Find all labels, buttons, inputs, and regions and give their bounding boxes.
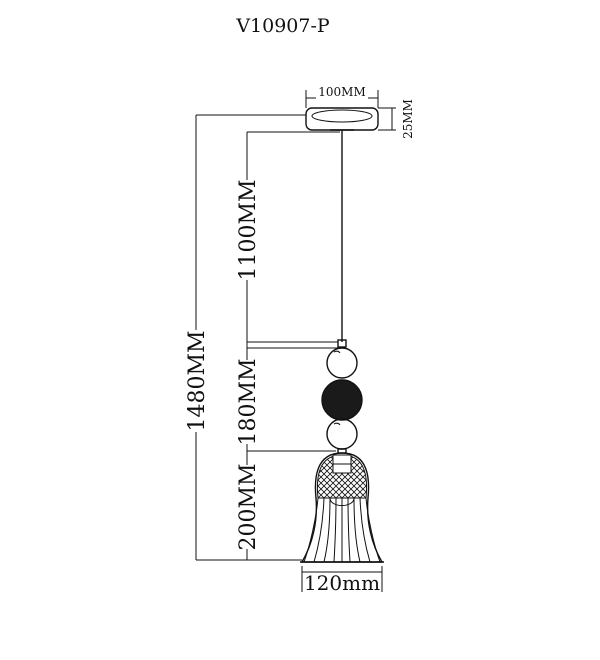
total-height-label-bg bbox=[183, 330, 209, 432]
canopy bbox=[305, 107, 379, 131]
canopy-height-label: 25MM bbox=[401, 99, 415, 139]
beads-height-label: 180MM bbox=[236, 358, 261, 445]
canopy-height-dimension bbox=[378, 107, 396, 131]
bead-middle-dark bbox=[321, 379, 363, 421]
canopy-width-label: 100MM bbox=[318, 85, 365, 99]
bead-top-clear bbox=[326, 339, 358, 379]
beads-height-label-bg bbox=[234, 360, 260, 444]
bead-bottom-clear bbox=[326, 418, 358, 454]
shade-height-label: 200MM bbox=[236, 463, 261, 550]
total-height-label: 1480MM bbox=[185, 330, 210, 431]
canopy-width-dimension bbox=[305, 90, 379, 108]
shade-width-dimension bbox=[301, 566, 383, 592]
shade-width-label: 120mm bbox=[304, 571, 380, 595]
cable-length-label: 1100MM bbox=[236, 179, 261, 280]
bell-shade bbox=[300, 452, 384, 563]
model-title: V10907-P bbox=[235, 15, 330, 37]
shade-height-label-bg bbox=[234, 465, 260, 549]
cable-length-label-bg bbox=[234, 180, 260, 280]
